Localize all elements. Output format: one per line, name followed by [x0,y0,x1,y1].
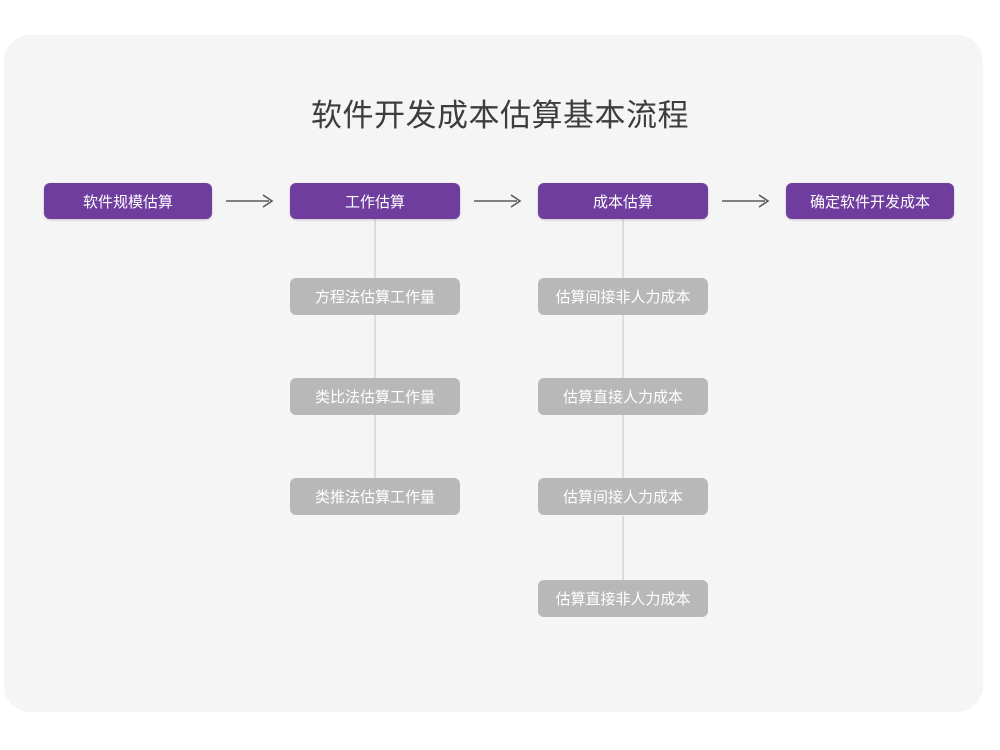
flow-node-determine-development-cost[interactable]: 确定软件开发成本 [786,183,954,219]
sub-node-direct-nonlabor-cost[interactable]: 估算直接非人力成本 [538,580,708,617]
sub-node-indirect-labor-cost[interactable]: 估算间接人力成本 [538,478,708,515]
sub-node-analogy-method-effort[interactable]: 类比法估算工作量 [290,378,460,415]
sub-node-inference-method-effort[interactable]: 类推法估算工作量 [290,478,460,515]
flow-node-software-scale-estimation[interactable]: 软件规模估算 [44,183,212,219]
long-right-arrow-icon [222,189,280,213]
flow-node-label: 确定软件开发成本 [809,193,930,211]
long-right-arrow-icon [718,189,776,213]
flow-node-effort-estimation[interactable]: 工作估算 [290,183,460,219]
flow-node-cost-estimation[interactable]: 成本估算 [538,183,708,219]
sub-node-direct-labor-cost[interactable]: 估算直接人力成本 [538,378,708,415]
sub-node-label: 方程法估算工作量 [314,289,435,306]
page-title: 软件开发成本估算基本流程 [311,98,689,133]
sub-node-equation-method-effort[interactable]: 方程法估算工作量 [290,278,460,315]
sub-node-label: 估算间接非人力成本 [555,289,691,306]
sub-node-indirect-nonlabor-cost[interactable]: 估算间接非人力成本 [538,278,708,315]
flow-node-label: 成本估算 [592,193,653,211]
connector-cost-2 [622,315,624,379]
diagram-canvas [4,35,983,712]
sub-node-label: 类推法估算工作量 [314,489,435,506]
sub-node-label: 估算直接人力成本 [562,389,683,406]
connector-effort-1 [374,219,376,279]
connector-effort-3 [374,415,376,479]
connector-effort-2 [374,314,376,379]
connector-cost-3 [622,415,624,479]
sub-node-label: 类比法估算工作量 [314,389,435,406]
sub-node-label: 估算间接人力成本 [562,489,683,506]
connector-cost-1 [622,219,624,279]
long-right-arrow-icon [470,189,528,213]
flow-node-label: 软件规模估算 [82,193,173,211]
connector-cost-4 [622,516,624,581]
flow-node-label: 工作估算 [344,193,405,211]
sub-node-label: 估算直接非人力成本 [555,591,691,608]
